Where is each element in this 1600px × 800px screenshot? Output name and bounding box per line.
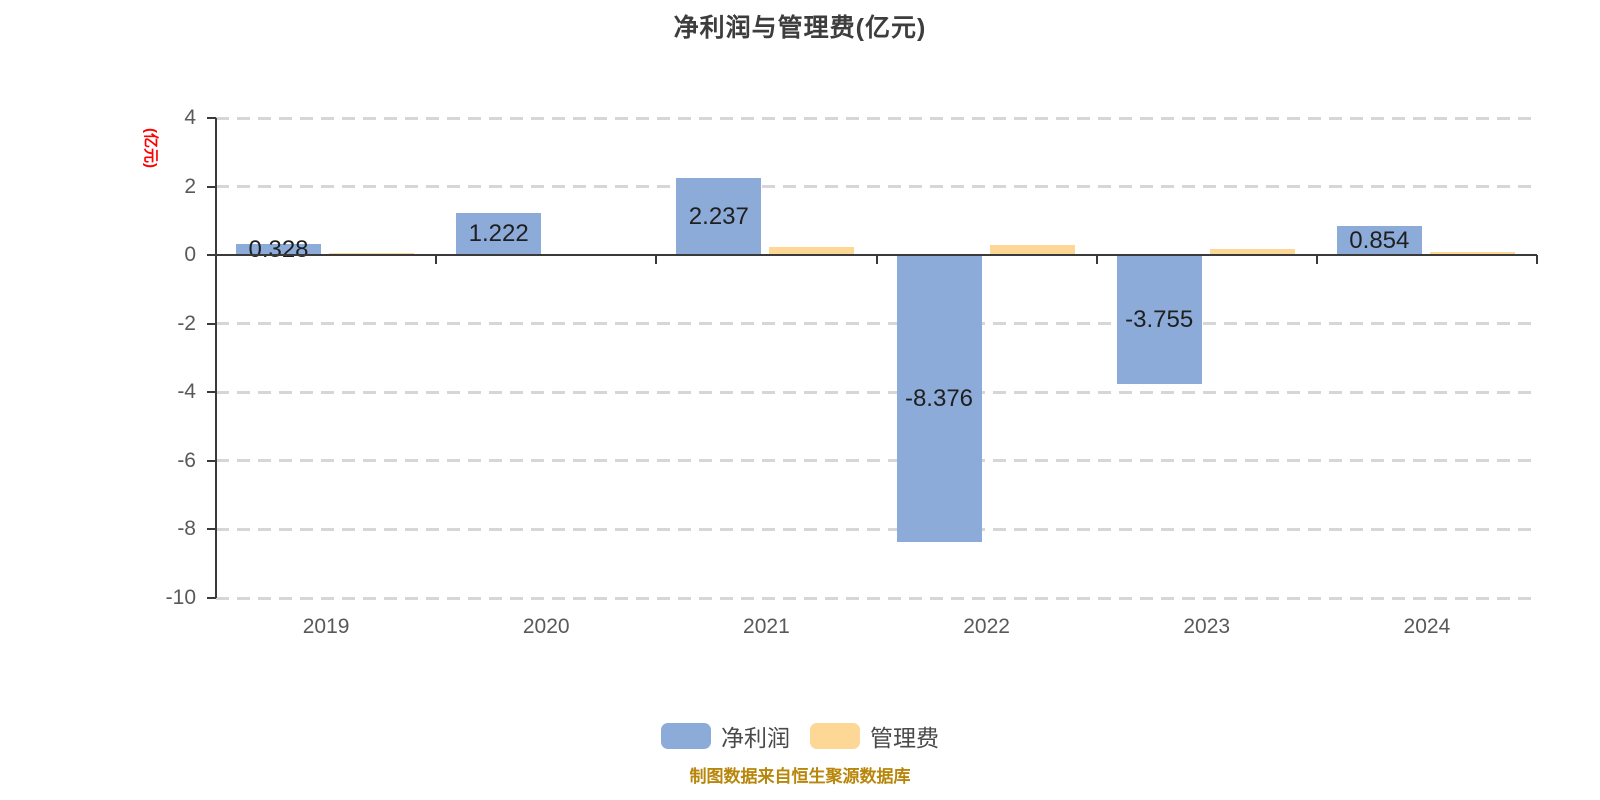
y-axis-tick <box>207 117 216 119</box>
gridline <box>216 116 1537 120</box>
bar-net-profit <box>236 243 321 256</box>
bar-net-profit <box>1336 225 1422 256</box>
gridline <box>216 390 1537 394</box>
plot-area: 4 2 0 -2 -4 -6 -8 -10 0.328 2019 1.222 2020 2.237 202… <box>166 106 1538 638</box>
x-axis-tick <box>655 255 658 265</box>
y-tick-label: 4 <box>184 106 196 129</box>
x-axis-tick <box>1095 255 1098 265</box>
chart-title: 净利润与管理费(亿元) <box>673 14 927 42</box>
bar-value-label: -3.755 <box>1125 305 1194 333</box>
bar-net-profit <box>456 213 542 256</box>
y-tick-label: -6 <box>177 448 196 472</box>
x-axis-tick <box>435 255 438 265</box>
gridline <box>216 459 1537 463</box>
bar-net-profit <box>896 255 982 543</box>
legend-swatch-management-fee <box>810 723 860 749</box>
bar-management-fee <box>989 244 1075 256</box>
x-axis-tick <box>875 255 878 265</box>
bar-management-fee <box>1429 252 1515 256</box>
legend-swatch-net-profit <box>661 723 711 749</box>
legend-label-management-fee: 管理费 <box>870 725 939 751</box>
gridline <box>216 596 1537 600</box>
x-axis-line <box>216 254 1537 257</box>
legend-label-net-profit: 净利润 <box>721 725 790 751</box>
y-tick-label: -10 <box>165 586 196 609</box>
data-source-note: 制图数据来自恒生聚源数据库 <box>689 767 911 786</box>
y-axis-tick <box>207 185 216 188</box>
legend-item-net-profit: 净利润 <box>661 719 790 753</box>
y-tick-label: 0 <box>184 243 196 267</box>
gridline <box>216 185 1537 189</box>
bar-value-label: 0.854 <box>1349 226 1410 254</box>
legend: 净利润 管理费 <box>0 719 1600 753</box>
bar-management-fee <box>769 246 855 256</box>
bar-value-label: 0.328 <box>248 235 309 263</box>
x-axis-tick <box>1536 255 1538 265</box>
x-tick-label: 2019 <box>302 615 350 638</box>
x-tick-label: 2023 <box>1183 615 1231 638</box>
y-axis-tick <box>207 254 216 257</box>
y-axis-tick <box>207 528 216 531</box>
legend-item-management-fee: 管理费 <box>810 719 939 753</box>
x-axis-tick <box>1315 255 1318 265</box>
y-axis-tick <box>207 459 216 462</box>
bar-value-label: 2.237 <box>688 202 749 230</box>
y-axis-tick <box>207 322 216 325</box>
y-axis-tick <box>207 597 216 599</box>
y-axis-line <box>215 118 217 598</box>
bar-value-label: -8.376 <box>904 384 974 412</box>
y-tick-label: -2 <box>177 311 196 335</box>
bar-management-fee <box>1209 248 1295 256</box>
y-tick-label: -8 <box>177 517 196 541</box>
x-tick-label: 2022 <box>963 615 1010 638</box>
gridline <box>216 322 1537 326</box>
y-axis-tick <box>207 391 216 394</box>
bar-value-label: 1.222 <box>468 220 529 248</box>
y-tick-label: -4 <box>177 380 196 404</box>
y-tick-label: 2 <box>184 174 196 198</box>
gridline <box>216 527 1537 531</box>
bar-net-profit <box>1116 255 1202 384</box>
bar-net-profit <box>676 178 762 256</box>
x-tick-label: 2020 <box>522 615 570 638</box>
x-tick-label: 2021 <box>743 615 790 638</box>
x-tick-label: 2024 <box>1403 615 1451 638</box>
